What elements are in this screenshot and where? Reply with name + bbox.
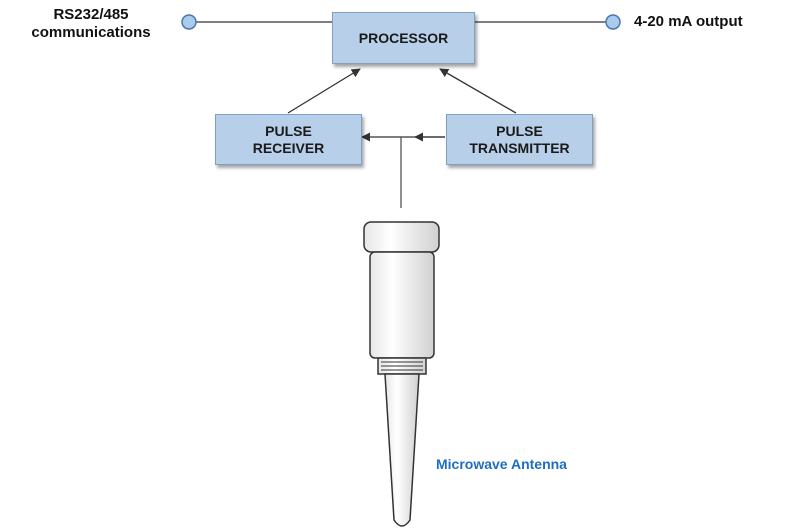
- comm-label-line2: communications: [31, 24, 151, 41]
- transmitter-label-line1: PULSE: [496, 122, 543, 139]
- antenna-label: Microwave Antenna: [436, 456, 567, 472]
- receiver-label-line2: RECEIVER: [252, 139, 325, 156]
- receiver-label-line1: PULSE: [265, 122, 312, 139]
- pulse-transmitter-block: PULSE TRANSMITTER: [446, 114, 593, 165]
- receiver-to-processor-arrow: [287, 68, 361, 114]
- transmitter-label-line2: TRANSMITTER: [469, 139, 570, 156]
- comm-terminal: [181, 14, 197, 30]
- comm-label-line1: RS232/485: [53, 6, 129, 23]
- output-terminal: [605, 14, 621, 30]
- output-label: 4-20 mA output: [634, 13, 743, 30]
- comm-label: RS232/485 communications: [12, 6, 170, 42]
- processor-block: PROCESSOR: [332, 12, 475, 64]
- microwave-antenna-icon: [363, 221, 440, 527]
- pulse-receiver-block: PULSE RECEIVER: [215, 114, 362, 165]
- transmitter-to-processor-arrow: [439, 68, 517, 114]
- processor-label: PROCESSOR: [358, 29, 449, 46]
